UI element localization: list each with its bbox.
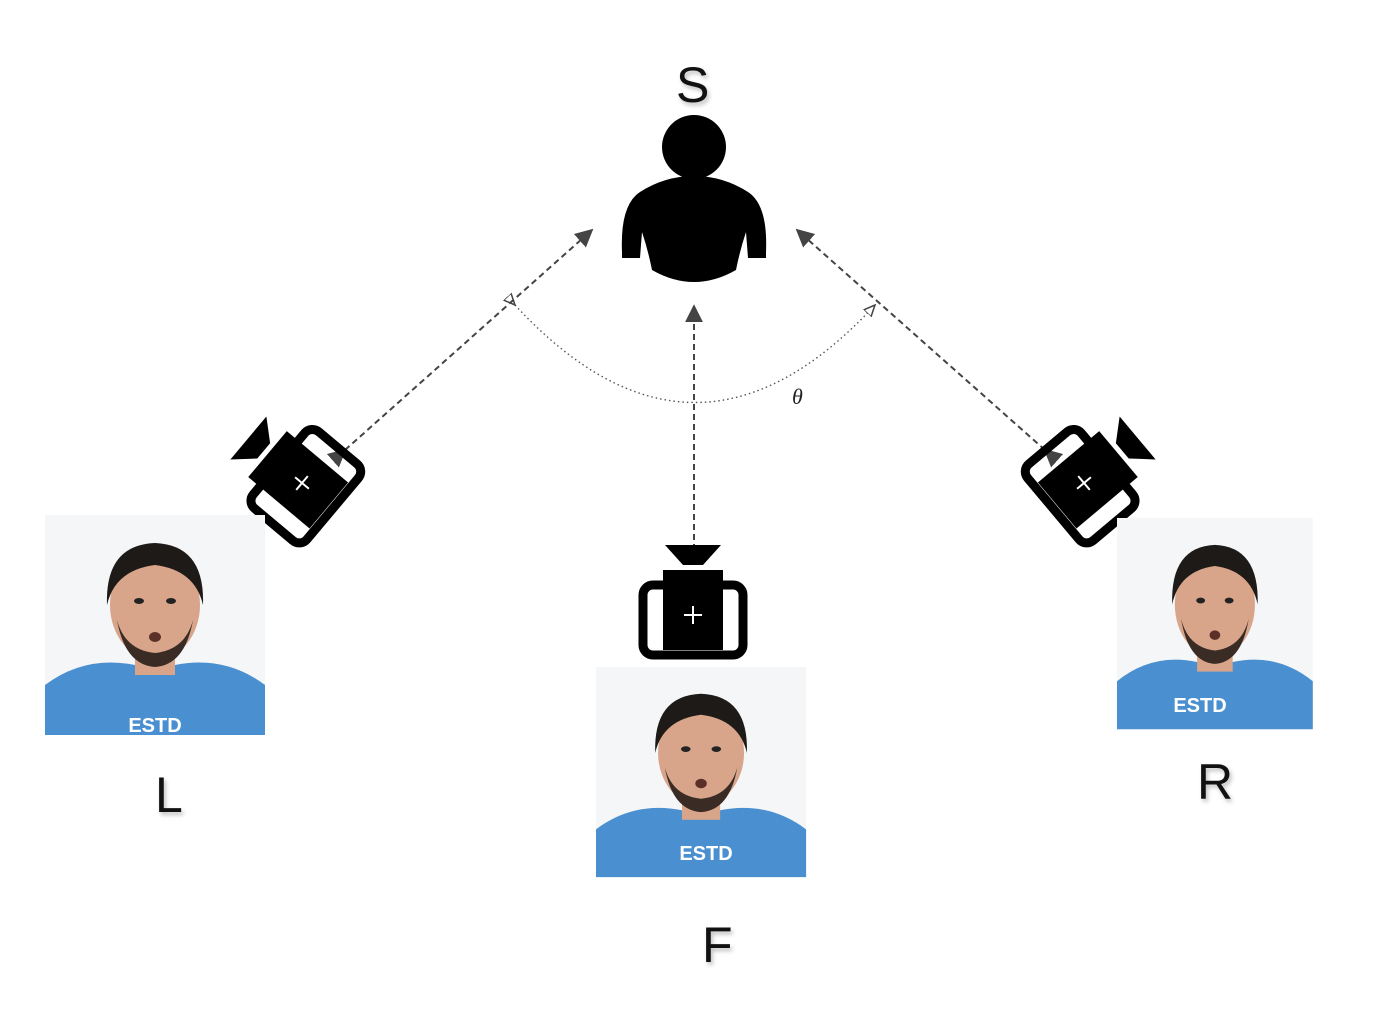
- front-camera-icon: [643, 545, 743, 655]
- right-view-label: R: [1197, 754, 1234, 810]
- subject-label: S: [676, 57, 710, 113]
- right-shirt-text: ESTD: [1173, 695, 1226, 717]
- angle-label: θ: [792, 384, 803, 409]
- person-icon: [621, 115, 767, 282]
- left-view-photo: [45, 515, 265, 735]
- front-shirt-text: ESTD: [679, 843, 732, 865]
- left-view-label: L: [155, 767, 183, 823]
- left-shirt-text: ESTD: [128, 715, 181, 737]
- front-view-label: F: [702, 917, 733, 973]
- right-sight-line: [795, 228, 1064, 468]
- left-sight-line: [326, 228, 594, 468]
